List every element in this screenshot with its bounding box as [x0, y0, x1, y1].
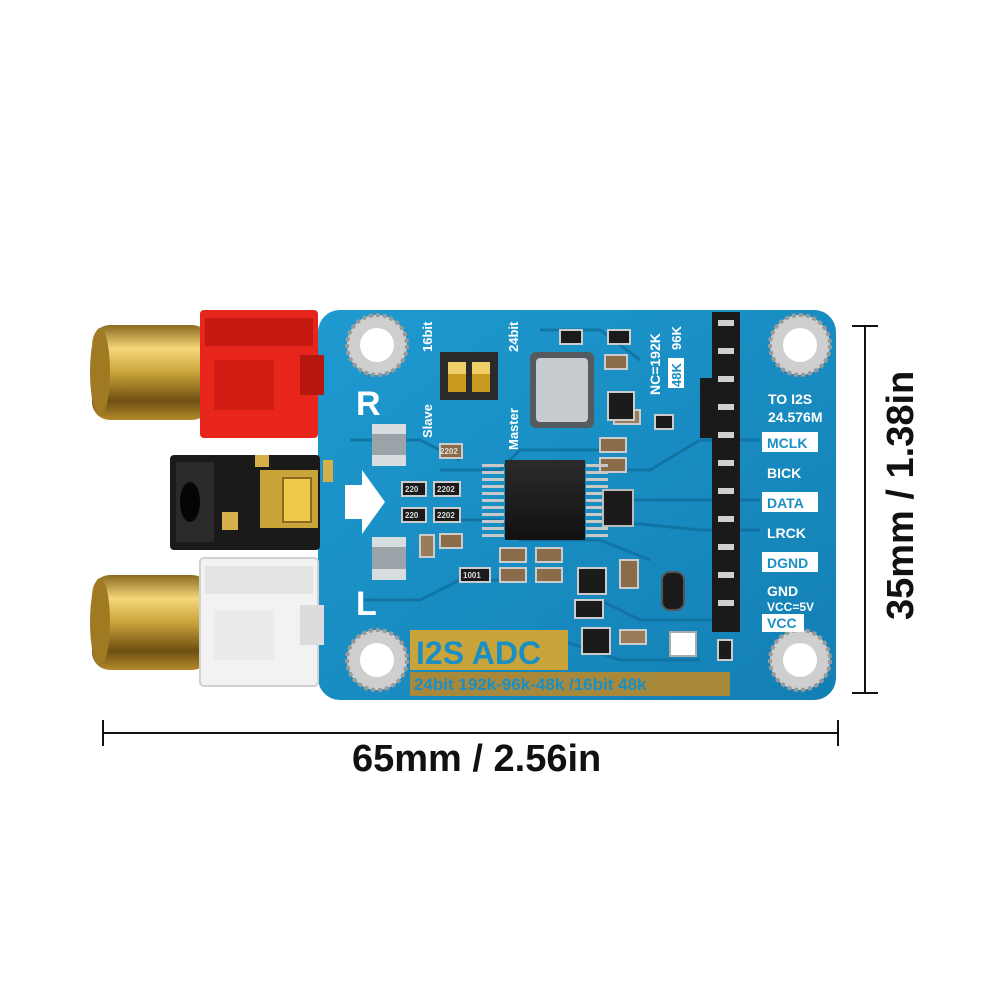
pin-bick-label: BICK — [767, 465, 801, 481]
rca-jack-icon — [90, 557, 324, 687]
pin-gnd-label: GND — [767, 583, 798, 599]
mount-hole-icon — [345, 628, 409, 692]
capacitor — [372, 424, 406, 466]
product-subtitle-bg — [410, 672, 730, 696]
capacitor-value-label: 2202 — [437, 485, 455, 494]
pin-vcc-note-label: VCC=5V — [767, 600, 814, 614]
capacitor-value-label: 220 — [405, 511, 419, 520]
capacitor — [372, 537, 406, 580]
pin-dgnd-label: DGND — [767, 555, 808, 571]
pin-dgnd-box — [762, 552, 818, 572]
rate-48k-label: 48K — [669, 363, 684, 387]
chip-icon — [482, 460, 608, 540]
rate-96k-label: 96K — [669, 326, 684, 350]
audio-jack-icon — [170, 455, 333, 550]
mount-hole-icon — [768, 313, 832, 377]
pin-lrck-label: LRCK — [767, 525, 806, 541]
pin-vcc-box — [762, 614, 804, 632]
smd-components — [401, 329, 733, 661]
mount-hole-icon — [768, 628, 832, 692]
resistor-value-label: 1001 — [463, 571, 481, 580]
mode-slave-label: Slave — [420, 404, 435, 438]
pin-data-box — [762, 492, 818, 512]
pin-vcc-label: VCC — [767, 615, 797, 631]
crystal-icon — [530, 352, 594, 428]
width-dimension-label: 65mm / 2.56in — [352, 738, 602, 780]
bits-16-label: 16bit — [420, 321, 435, 352]
mode-master-label: Master — [506, 408, 521, 450]
chip-icon — [602, 489, 634, 527]
pin-header — [700, 312, 740, 632]
rca-jack-icon — [90, 310, 324, 438]
pin-mclk-label: MCLK — [767, 435, 807, 451]
mount-hole-icon — [345, 313, 409, 377]
right-arrow-icon — [345, 470, 385, 534]
clock-freq-label: 24.576M — [768, 409, 822, 425]
product-subtitle: 24bit 192k-96k-48k /16bit 48k — [414, 675, 647, 694]
channel-right-label: R — [356, 385, 381, 423]
capacitor-value-label: 2202 — [437, 511, 455, 520]
channel-left-label: L — [356, 585, 377, 623]
height-dimension-label: 35mm / 1.38in — [880, 370, 922, 620]
pin-data-label: DATA — [767, 495, 804, 511]
capacitor-value-label: 2202 — [440, 447, 458, 456]
rate-48k-box — [668, 358, 684, 388]
bits-24-label: 24bit — [506, 321, 521, 352]
product-title: I2S ADC — [416, 635, 541, 671]
to-i2s-label: TO I2S — [768, 391, 812, 407]
pin-mclk-box — [762, 432, 818, 452]
capacitor-value-label: 220 — [405, 485, 419, 494]
rate-nc-label: NC=192K — [647, 333, 663, 395]
height-dimension-line — [852, 325, 878, 694]
width-dimension-line — [102, 720, 839, 746]
dip-switch-icon — [440, 352, 498, 400]
product-title-bg — [410, 630, 568, 670]
